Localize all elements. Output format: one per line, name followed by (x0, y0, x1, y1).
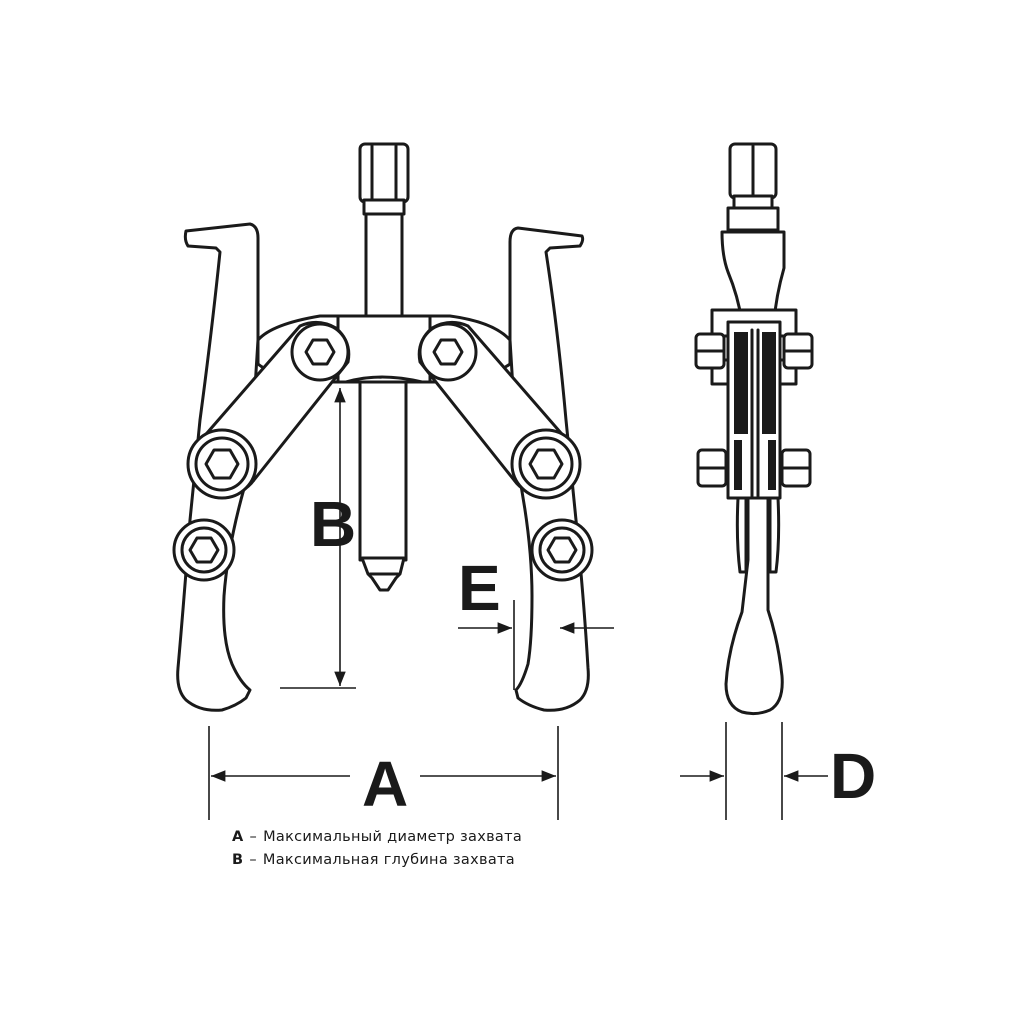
legend-text: Максимальный диаметр захвата (263, 829, 523, 845)
dim-label-e: E (458, 552, 501, 624)
hex-bolt-icon (432, 338, 464, 366)
screw-hex-head (358, 142, 410, 204)
legend-dash: – (249, 852, 257, 868)
legend-row-a: A–Максимальный диаметр захвата (232, 826, 522, 849)
hex-bolt-icon (528, 448, 564, 480)
legend-key: B (232, 852, 244, 868)
legend-text: Максимальная глубина захвата (262, 852, 515, 868)
dim-label-a: A (362, 748, 408, 820)
hex-bolt-icon (304, 338, 336, 366)
hex-bolt-icon (188, 536, 220, 564)
front-view (172, 142, 594, 712)
legend-row-b: B–Максимальная глубина захвата (232, 849, 522, 872)
hex-bolt-icon (546, 536, 578, 564)
legend-key: A (232, 829, 244, 845)
side-upper-body (720, 230, 786, 324)
side-jaw-tip (724, 496, 784, 716)
dimension-lines (208, 388, 828, 820)
legend-dash: – (249, 829, 258, 845)
dim-label-b: B (310, 488, 356, 560)
screw-upper (364, 210, 404, 324)
dim-label-d: D (830, 740, 876, 812)
side-view (694, 142, 814, 716)
screw-lower (358, 370, 408, 562)
hex-bolt-icon (204, 448, 240, 480)
legend: A–Максимальный диаметр захвата B–Максима… (232, 826, 522, 872)
